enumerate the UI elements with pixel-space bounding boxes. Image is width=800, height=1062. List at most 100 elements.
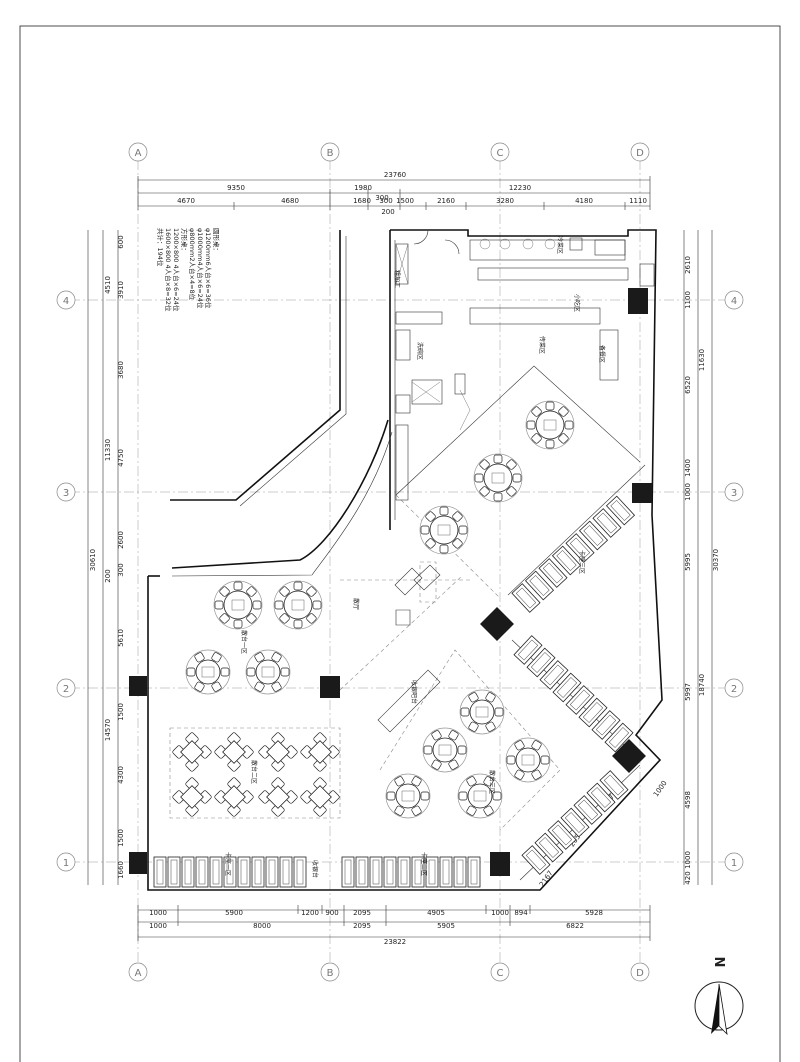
chair [293,581,303,591]
booth-seat [195,856,209,888]
note-line-1: φ1200mm6人台×6=36位 [204,228,213,309]
booth-seat [565,685,595,715]
dimension-top: 23760 9350 1980 12230 300 4670 4680 1680… [137,171,651,216]
bar-counter [377,564,441,733]
north-arrow-icon: N [694,957,744,1036]
dim-left-mid-0: 11330 [104,439,112,461]
chair [326,790,340,804]
dim-bottom-r1-1: 5900 [225,909,243,917]
dim-bottom-r1-4: 2095 [353,909,371,917]
label-cold: 冷菜区 [556,236,564,254]
dim-right-in-3: 1400 [684,459,692,477]
chair [198,790,212,804]
round-table [273,580,323,630]
axis-label-1-left: 1 [63,858,69,869]
dim-left-in-0: 600 [117,235,125,248]
dim-right-in-8: 1000 [684,851,692,869]
chair [194,652,205,663]
building-walls [147,229,663,891]
dim-left-in-4: 4750 [117,449,125,467]
square-table [214,777,254,817]
dim-top-overall: 23760 [384,171,406,179]
label-area2: 散台二区 [250,760,258,784]
chair [306,586,317,597]
chair [564,420,574,430]
dim-left-in-8: 5610 [117,629,125,647]
dim-bottom-r1-6: 1000 [491,909,509,917]
dim-right-in-4: 1000 [684,483,692,501]
dim-bottom-r1-8: 5928 [585,909,603,917]
chair [506,486,517,497]
chair [214,745,228,759]
label-booth1: 卡座一区 [224,852,232,876]
dim-bottom-r1-5: 4905 [427,909,445,917]
chair [485,692,496,703]
dim-bottom-r1-0: 1000 [149,909,167,917]
dim-left-in-7: 200 [104,569,112,582]
chair [280,667,290,677]
dim-bottom-r1-7: 894 [514,909,528,917]
chair [293,619,303,629]
booth-seat [237,856,251,888]
dim-right-in-1: 1100 [684,291,692,309]
chair [258,790,272,804]
booth-seat [355,856,369,888]
chair [271,803,285,817]
dim-left-in-6: 300 [117,563,125,576]
axis-label-b-top: B [327,148,334,159]
dim-bottom-r2-0: 1000 [149,922,167,930]
note-line-2: φ1000mm4人台×6=24位 [196,228,205,309]
booth-seat [586,782,616,813]
booth-seat [573,795,603,825]
note-line-3: φ800mm2人台×4=8位 [188,228,197,301]
round-table [419,505,469,555]
round-table [385,773,431,819]
dim-left-in-5: 2600 [117,531,125,549]
chair [240,745,254,759]
chair [420,525,430,535]
dim-top-r3-6: 3280 [496,197,514,205]
note-line-6: 1600×800 4人台×8=32位 [164,228,173,312]
booth-seat [591,710,621,740]
sheet-border [19,25,781,1062]
booth-seat [251,856,265,888]
square-table [172,777,212,817]
chair [526,420,536,430]
dim-top-r3-2: 1680 [353,197,371,205]
seating-notes: 圆形桌： φ1200mm6人台×6=36位 φ1000mm4人台×6=24位 φ… [156,228,221,312]
chair [531,769,542,780]
booth-seat [397,856,411,888]
chair [211,652,222,663]
chair [479,459,490,470]
axis-label-4-right: 4 [731,296,737,307]
booth-seat [223,856,237,888]
booth-seat [181,856,195,888]
chair [227,777,241,791]
booth-seat [341,856,355,888]
chair [185,803,199,817]
chair [531,433,542,444]
chair [306,613,317,624]
chair [313,732,327,746]
chair [423,745,433,755]
square-table [258,777,298,817]
chair [300,790,314,804]
note-line-7: 共计：194位 [156,228,165,267]
chair [493,454,503,464]
booth-seat [439,856,453,888]
dim-top-r2-2: 12230 [509,184,531,192]
chair [531,740,542,751]
chair [452,511,463,522]
booth-seat [592,508,622,538]
dim-top-r3-7: 4180 [575,197,593,205]
chair [211,681,222,692]
round-table [473,453,523,503]
booth-seat [538,558,568,588]
booth-seat [411,856,425,888]
chair [271,652,282,663]
booth-seat [167,856,181,888]
dim-bottom-r2-1: 8000 [253,922,271,930]
chair [240,790,254,804]
dim-top-r3b-0: 200 [381,208,394,216]
booth-seat [153,856,167,888]
